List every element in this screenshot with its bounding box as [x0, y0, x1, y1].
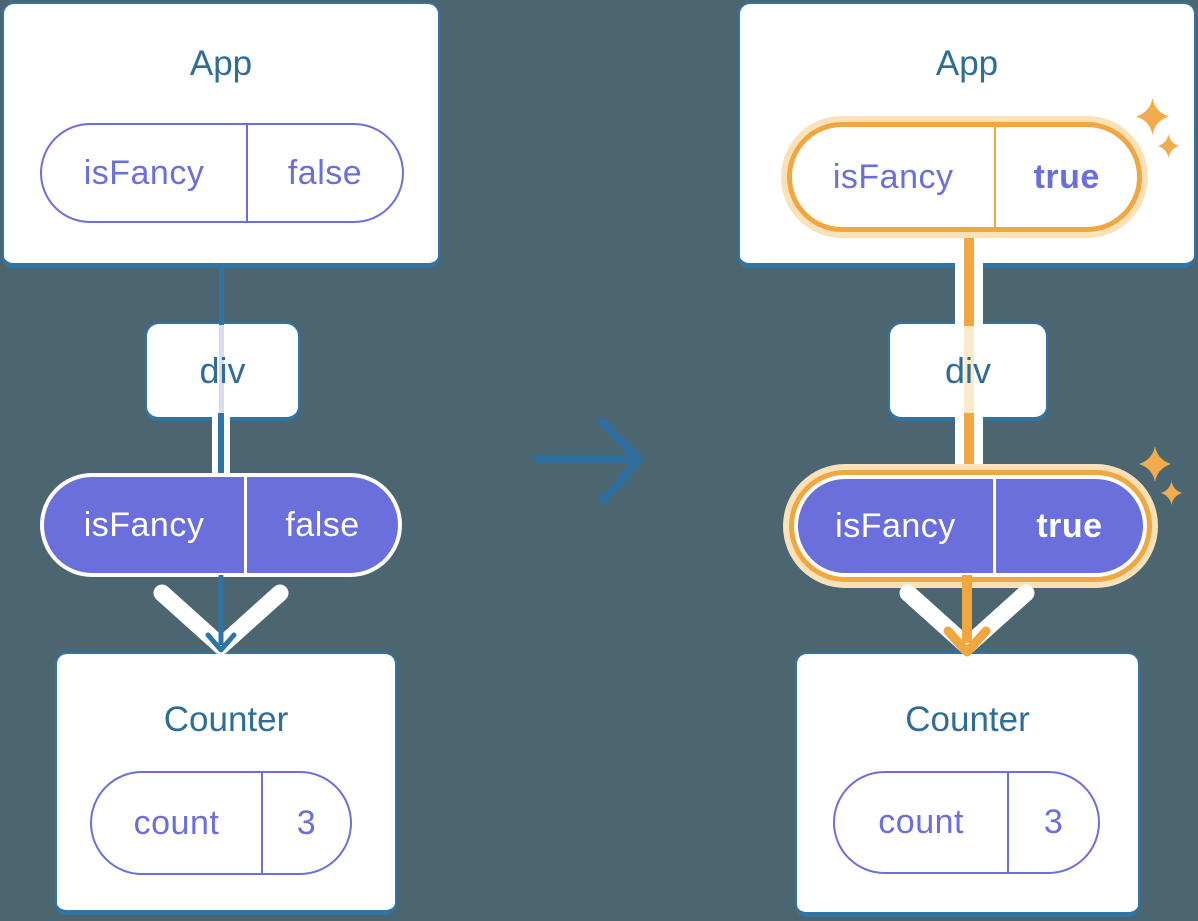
down-chevron-arrow-icon: [899, 575, 1035, 657]
pill-label: isFancy: [83, 505, 205, 544]
app-to-div-connector-before: [219, 264, 224, 326]
sparkle-icon: [1161, 481, 1182, 505]
counter-state-pill-before: count 3: [90, 771, 352, 875]
pill-label: isFancy: [83, 153, 205, 192]
counter-title: Counter: [163, 700, 289, 739]
prop-pipe-core: [964, 233, 974, 326]
prop-pipe-after: [955, 233, 983, 326]
app-state-pill-before: isFancy false: [40, 123, 404, 223]
app-state-pill-after: isFancy true: [787, 122, 1142, 232]
faded-prop-line-after: [964, 325, 974, 418]
prop-pipe-core: [964, 413, 974, 476]
pill-value: 3: [1007, 773, 1098, 872]
app-title: App: [935, 44, 999, 83]
faded-prop-line-before: [219, 325, 224, 418]
pill-label: isFancy: [832, 157, 954, 196]
pill-value: true: [994, 127, 1137, 227]
sparkle-icon: [1136, 98, 1169, 135]
sparkle-icon: [1139, 446, 1171, 482]
prop-pipe-core: [218, 413, 224, 477]
pill-value: true: [992, 479, 1143, 573]
counter-title: Counter: [905, 700, 1030, 739]
prop-pipe-after: [955, 413, 983, 476]
pill-label: count: [878, 803, 964, 841]
prop-pill-after: isFancy true: [794, 475, 1147, 577]
pill-value: 3: [260, 773, 350, 873]
prop-pill-before: isFancy false: [40, 473, 402, 577]
pill-value: false: [244, 477, 398, 573]
div-title: div: [944, 349, 992, 391]
right-arrow-icon: [533, 418, 645, 505]
sparkle-icon: [1158, 134, 1179, 158]
down-chevron-arrow-icon: [153, 575, 289, 655]
prop-pipe-before: [212, 413, 230, 477]
counter-state-pill-after: count 3: [833, 771, 1100, 874]
pill-label: isFancy: [835, 506, 956, 545]
app-title: App: [189, 44, 253, 83]
div-title: div: [199, 349, 246, 391]
pill-label: count: [133, 803, 220, 842]
pill-value: false: [246, 125, 402, 221]
